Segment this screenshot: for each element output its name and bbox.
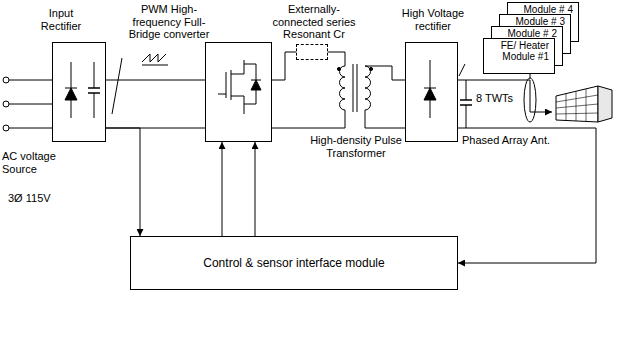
bus-wire [272,110,345,128]
box-label: Control & sensor interface module [131,256,457,271]
input-rectifier-symbol [65,58,122,118]
output-capacitor [459,64,472,128]
component-label: Externally-connected series Resonant Cr [267,3,361,41]
source-rating: 3Ø 115V [8,192,68,205]
pulse-transformer-symbol [337,62,375,112]
input-rectifier-box: Input Rectifier [52,42,106,142]
wire-connector [222,142,223,236]
pulse-transformer: High-density Pulse Transformer [335,62,375,114]
component-label: Phased Array Ant. [452,134,550,147]
wire-connector [458,128,596,263]
filter-mark [142,65,168,66]
wire-connector [328,52,345,62]
control-box: Control & sensor interface module [130,236,458,290]
filter-mark [142,54,166,62]
component-label: Input Rectifier [31,7,91,32]
box-label: FE/ Heater Module #1 [484,39,554,62]
wire-connector [255,142,256,236]
wire-connector [106,80,205,81]
component-label: High-density Pulse Transformer [302,134,410,159]
ac-terminals [3,77,52,131]
module-box: FE/ Heater Module #1 [483,38,555,74]
component-label: High Voltage rectifier [393,7,473,32]
wire-connector [375,66,405,80]
antenna-grid [556,95,598,102]
wire-connector [272,52,296,80]
bus-wire [365,110,405,128]
wire-connector [106,128,140,236]
tube-label: 8 TWTs [476,92,524,105]
hv-diode-symbol [424,60,436,118]
heater-wire [530,74,531,78]
converter-box: PWM High-frequency Full-Bridge converter [205,42,272,142]
mosfet-symbol [218,60,261,114]
antenna-grid [556,113,598,114]
phased-array-antenna: Phased Array Ant. [552,84,614,122]
component-label: PWM High-frequency Full-Bridge converter [119,3,219,41]
resonant-capacitor-box: Externally-connected series Resonant Cr [296,44,328,60]
source-label: AC voltage Source [2,150,68,175]
wire-connector [458,80,552,112]
phased-array-antenna [556,86,612,122]
hv-rectifier-box: High Voltage rectifier [405,42,458,142]
antenna-grid [556,104,598,108]
